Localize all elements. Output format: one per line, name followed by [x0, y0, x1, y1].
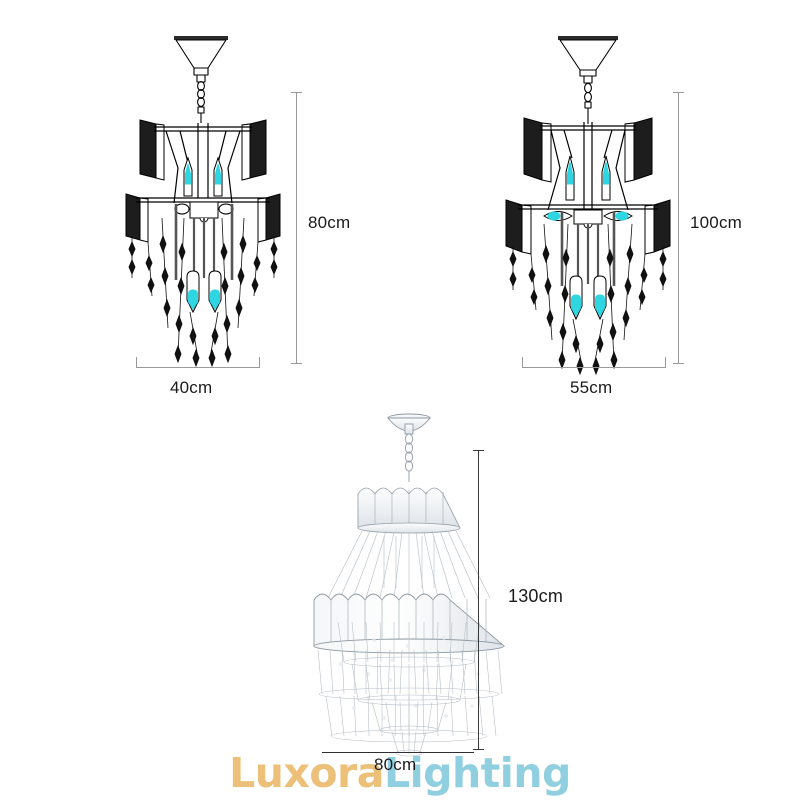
- width-label-55: 55cm: [570, 378, 613, 397]
- height-label-80: 130cm: [508, 586, 564, 606]
- variant-40-drawing: [118, 28, 318, 378]
- height-label-40: 80cm: [308, 213, 351, 232]
- height-rule-80: [473, 450, 484, 750]
- chandelier-line-art-40: [125, 36, 281, 368]
- width-label-40: 40cm: [170, 378, 213, 397]
- height-rule-55: [673, 92, 684, 364]
- chandelier-line-art-55: [505, 36, 671, 376]
- width-rule-80: [322, 752, 474, 753]
- variant-55-drawing: [500, 28, 710, 378]
- lower-crystal-tiers: [337, 621, 481, 757]
- height-label-55: 100cm: [690, 213, 743, 232]
- variant-80-lower-tiers: [296, 620, 526, 770]
- height-rule-40: [291, 92, 302, 364]
- width-rule-40: [136, 357, 260, 368]
- width-rule-55: [522, 357, 666, 368]
- width-label-80: 80cm: [374, 755, 417, 774]
